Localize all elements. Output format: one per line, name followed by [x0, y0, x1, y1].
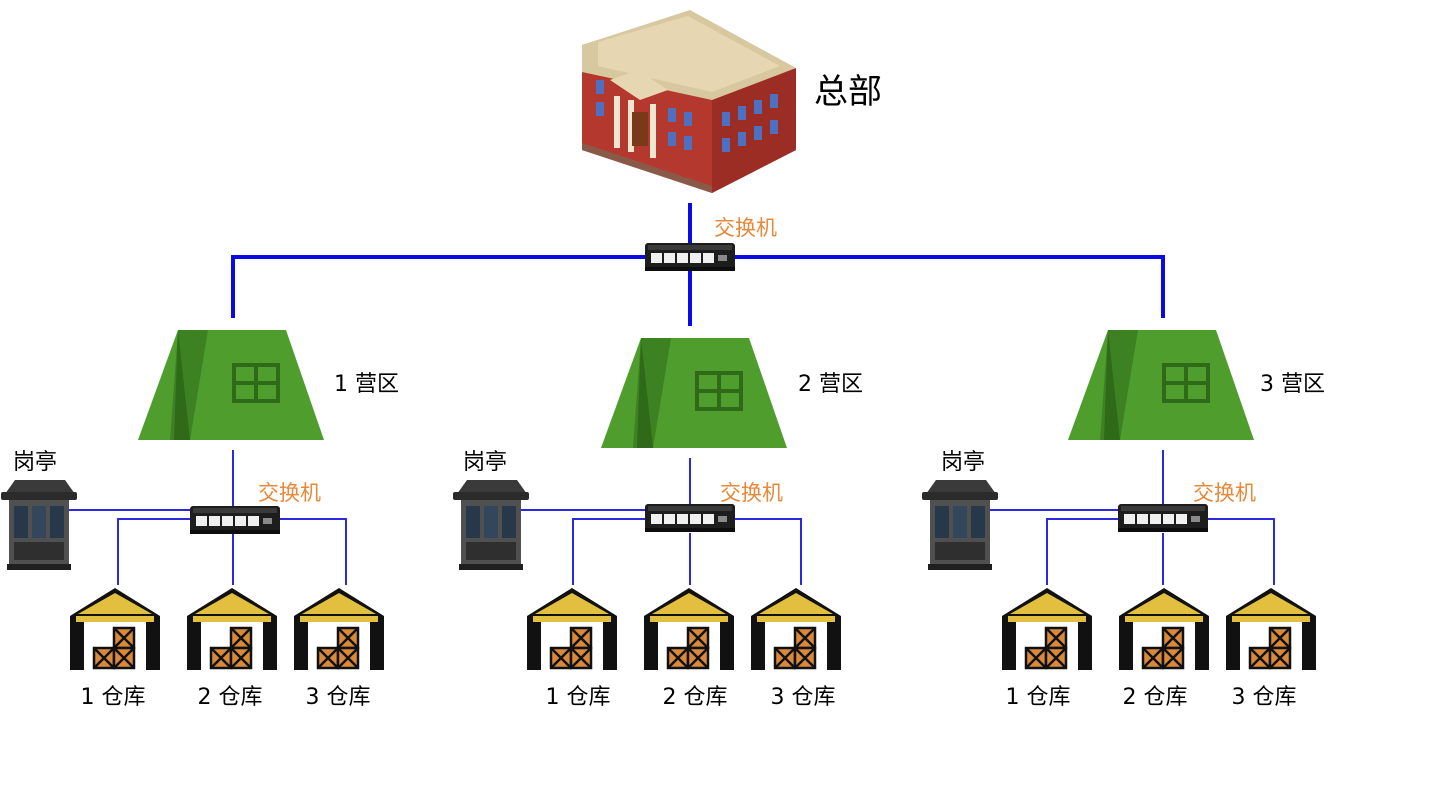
- warehouse-icon: [1000, 586, 1094, 672]
- guard-booth-icon: [453, 480, 529, 570]
- camp-switch-label: 交换机: [258, 481, 321, 505]
- warehouse-label: 1 仓库: [1006, 685, 1071, 710]
- warehouse-label: 3 仓库: [1232, 685, 1297, 710]
- camp-switch-label: 交换机: [720, 481, 783, 505]
- warehouse-icon: [292, 586, 386, 672]
- warehouse-label: 1 仓库: [546, 685, 611, 710]
- warehouse-icon: [1117, 586, 1211, 672]
- warehouse-label: 1 仓库: [81, 685, 146, 710]
- core-switch-label: 交换机: [714, 216, 777, 240]
- warehouse-label: 2 仓库: [1123, 685, 1188, 710]
- warehouse-label: 2 仓库: [198, 685, 263, 710]
- camp-label: 1 营区: [334, 372, 399, 397]
- camp-label: 2 营区: [798, 372, 863, 397]
- warehouse-label: 2 仓库: [663, 685, 728, 710]
- guard-booth-label: 岗亭: [13, 450, 57, 475]
- warehouse-icon: [642, 586, 736, 672]
- warehouse-icon: [749, 586, 843, 672]
- warehouse-icon: [525, 586, 619, 672]
- camp-tent-icon: [138, 330, 324, 440]
- camp-switch-icon: [1118, 504, 1208, 532]
- headquarters-label: 总部: [814, 72, 882, 112]
- camp-switch-icon: [190, 506, 280, 534]
- camp-3-group: 3 营区 岗亭 交换机 1 仓库 2 仓库 3 仓库: [922, 330, 1325, 710]
- camp-label: 3 营区: [1260, 372, 1325, 397]
- warehouse-icon: [185, 586, 279, 672]
- camp-switch-icon: [645, 504, 735, 532]
- guard-booth-icon: [922, 480, 998, 570]
- camp-tent-icon: [1068, 330, 1254, 440]
- core-switch-icon: [645, 243, 735, 271]
- camp-1-group: 1 营区 岗亭 交换机 1 仓库 2 仓库 3 仓库: [1, 330, 399, 710]
- warehouse-icon: [1224, 586, 1318, 672]
- warehouse-icon: [68, 586, 162, 672]
- warehouse-label: 3 仓库: [306, 685, 371, 710]
- guard-booth-label: 岗亭: [463, 450, 507, 475]
- trunk-network-lines: [231, 203, 1165, 326]
- guard-booth-icon: [1, 480, 77, 570]
- headquarters-building-icon: [582, 10, 796, 193]
- guard-booth-label: 岗亭: [941, 450, 985, 475]
- camp-2-group: 2 营区 岗亭 交换机 1 仓库 2 仓库 3 仓库: [453, 338, 863, 710]
- camp-tent-icon: [601, 338, 787, 448]
- camp-switch-label: 交换机: [1193, 481, 1256, 505]
- warehouse-label: 3 仓库: [771, 685, 836, 710]
